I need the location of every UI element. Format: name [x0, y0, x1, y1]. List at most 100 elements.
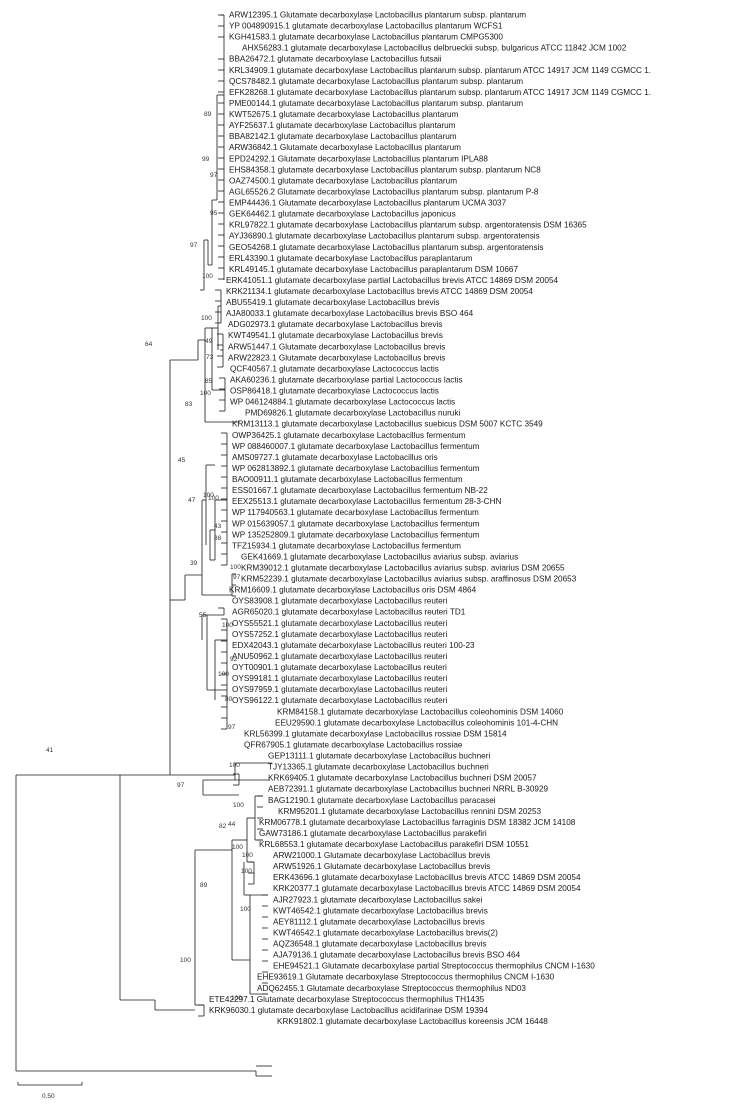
- bootstrap-value-15: 100: [203, 492, 214, 499]
- bootstrap-value-10: 85: [205, 378, 213, 385]
- leaf-label-28: ADG02973.1 glutamate decarboxylase Lacto…: [228, 320, 442, 329]
- leaf-label-66: QFR67905.1 glutamate decarboxylase Lacto…: [244, 740, 463, 749]
- leaf-label-37: KRM13113.1 glutamate decarboxylase Lacto…: [232, 420, 543, 429]
- leaf-label-81: KWT46542.1 glutamate decarboxylase Lacto…: [273, 906, 488, 915]
- leaf-label-70: AEB72391.1 glutamate decarboxylase Lacto…: [268, 785, 549, 794]
- bootstrap-value-40: 100: [231, 995, 242, 1002]
- leaf-label-84: AQZ36548.1 glutamate decarboxylase Lacto…: [273, 940, 486, 949]
- leaf-label-69: KRK69405.1 glutamate decarboxylase Lacto…: [268, 774, 537, 783]
- bootstrap-value-3: 95: [210, 210, 218, 217]
- leaf-label-11: BBA82142.1 glutamate decarboxylase Lacto…: [229, 132, 457, 141]
- leaf-label-64: EEU29590.1 glutamate decarboxylase Lacto…: [275, 718, 558, 727]
- leaf-label-86: EHE94521.1 Glutamate decarboxylase parti…: [273, 962, 595, 971]
- leaf-label-3: AHX56283.1 glutamate decarboxylase Lacto…: [242, 44, 627, 53]
- bootstrap-value-29: 100: [229, 762, 240, 769]
- leaf-label-1: YP 004890915.1 glutamate decarboxylase L…: [229, 22, 503, 31]
- leaf-label-4: BBA26472.1 glutamate decarboxylase Lacto…: [229, 55, 442, 64]
- leaf-label-7: EFK28268.1 glutamate decarboxylase Lacto…: [229, 88, 651, 97]
- leaf-label-24: ERK41051.1 glutamate decarboxylase parti…: [226, 276, 559, 285]
- leaf-label-71: BAG12190.1 glutamate decarboxylase Lacto…: [268, 796, 496, 805]
- bootstrap-value-8: 49: [205, 338, 213, 345]
- leaf-label-6: QCS78482.1 glutamate decarboxylase Lacto…: [229, 77, 523, 86]
- bootstrap-value-5: 100: [202, 273, 213, 280]
- leaf-label-32: QCF40567.1 glutamate decarboxylase Lacto…: [230, 364, 439, 373]
- leaf-label-16: AGL65526.2 Glutamate decarboxylase Lacto…: [229, 187, 539, 196]
- bootstrap-value-39: 100: [180, 957, 191, 964]
- leaf-label-2: KGH41583.1 glutamate decarboxylase Lacto…: [229, 33, 503, 42]
- bootstrap-value-13: 45: [178, 457, 186, 464]
- leaf-label-58: ANU50962.1 glutamate decarboxylase Lacto…: [232, 652, 447, 661]
- leaf-label-49: GEK41669.1 glutamate decarboxylase Lacto…: [241, 552, 518, 561]
- leaf-label-21: GEO54268.1 glutamate decarboxylase Lacto…: [229, 243, 544, 252]
- tree-branches: [15, 14, 272, 1077]
- bootstrap-value-1: 99: [202, 156, 210, 163]
- leaf-label-87: EHE93619.1 Glutamate decarboxylase Strep…: [257, 973, 555, 982]
- leaf-label-46: WP 015639057.1 glutamate decarboxylase L…: [232, 519, 480, 528]
- leaf-label-18: GEK64462.1 glutamate decarboxylase Lacto…: [229, 210, 456, 219]
- leaf-label-0: ARW12395.1 Glutamate decarboxylase Lacto…: [229, 11, 526, 20]
- bootstrap-value-23: 55: [199, 612, 207, 619]
- leaf-label-47: WP 135252809.1 glutamate decarboxylase L…: [232, 530, 480, 539]
- leaf-label-83: KWT46542.1 glutamate decarboxylase Lacto…: [273, 928, 498, 937]
- leaf-label-61: OYS97959.1 glutamate decarboxylase Lacto…: [232, 685, 447, 694]
- leaf-label-35: WP 046124884.1 glutamate decarboxylase L…: [230, 398, 455, 407]
- bootstrap-value-31: 100: [233, 802, 244, 809]
- bootstrap-value-33: 44: [228, 821, 236, 828]
- leaf-label-88: ADQ62455.1 Glutamate decarboxylase Strep…: [257, 984, 526, 993]
- leaf-label-13: EPD24292.1 Glutamate decarboxylase Lacto…: [229, 154, 488, 163]
- leaf-label-78: ERK43696.1 glutamate decarboxylase Lacto…: [273, 873, 581, 882]
- leaf-labels: ARW12395.1 Glutamate decarboxylase Lacto…: [209, 11, 651, 1026]
- leaf-label-22: ERL43390.1 glutamate decarboxylase Lacto…: [229, 254, 473, 263]
- leaf-label-89: ETE42297.1 Glutamate decarboxylase Strep…: [209, 995, 485, 1004]
- bootstrap-value-26: 100: [218, 671, 229, 678]
- bootstrap-value-16: 100: [208, 495, 219, 502]
- leaf-label-26: ABU55419.1 glutamate decarboxylase Lacto…: [226, 298, 439, 307]
- leaf-label-56: OYS57252.1 glutamate decarboxylase Lacto…: [232, 630, 447, 639]
- leaf-label-85: AJA79136.1 glutamate decarboxylase Lacto…: [273, 951, 521, 960]
- bootstrap-labels: 8999979597100641004973851008345471001004…: [46, 111, 253, 1002]
- leaf-label-29: KWT49541.1 glutamate decarboxylase Lacto…: [228, 331, 443, 340]
- leaf-label-19: KRL97822.1 glutamate decarboxylase Lacto…: [229, 221, 587, 230]
- leaf-label-45: WP 117940563.1 glutamate decarboxylase L…: [232, 508, 479, 517]
- leaf-label-73: KRM06778.1 glutamate decarboxylase Lacto…: [259, 818, 576, 827]
- bootstrap-value-27: 80: [225, 696, 233, 703]
- bootstrap-value-20: 41: [46, 747, 54, 754]
- bootstrap-value-0: 89: [204, 111, 212, 118]
- leaf-label-25: KRK21134.1 glutamate decarboxylase Lacto…: [226, 287, 533, 296]
- leaf-label-14: EHS84358.1 glutamate decarboxylase Lacto…: [229, 165, 541, 174]
- leaf-label-20: AYJ36890.1 glutamate decarboxylase Lacto…: [229, 232, 540, 241]
- leaf-label-30: ARW51447.1 Glutamate decarboxylase Lacto…: [228, 342, 445, 351]
- bootstrap-value-30: 97: [177, 782, 185, 789]
- bootstrap-value-22: 97: [233, 574, 241, 581]
- leaf-label-72: KRM95201.1 glutamate decarboxylase Lacto…: [278, 807, 542, 816]
- leaf-label-50: KRM39012.1 glutamate decarboxylase Lacto…: [241, 564, 565, 573]
- leaf-label-67: GEP13111.1 glutamate decarboxylase Lacto…: [268, 752, 490, 761]
- leaf-label-59: OYT00901.1 glutamate decarboxylase Lacto…: [232, 663, 447, 672]
- bootstrap-value-11: 100: [200, 390, 211, 397]
- leaf-label-77: ARW51926.1 Glutamate decarboxylase Lacto…: [273, 862, 490, 871]
- bootstrap-value-38: 100: [240, 906, 251, 913]
- leaf-label-90: KRK96030.1 glutamate decarboxylase Lacto…: [209, 1006, 488, 1015]
- bootstrap-value-18: 88: [214, 535, 222, 542]
- leaf-label-9: KWT52675.1 glutamate decarboxylase Lacto…: [229, 110, 459, 119]
- leaf-label-62: OYS96122.1 glutamate decarboxylase Lacto…: [232, 696, 447, 705]
- bootstrap-value-36: 100: [241, 868, 252, 875]
- bootstrap-value-12: 83: [185, 401, 193, 408]
- leaf-label-42: BAO00911.1 glutamate decarboxylase Lacto…: [232, 475, 463, 484]
- leaf-label-10: AYF25637.1 glutamate decarboxylase Lacto…: [229, 121, 456, 130]
- leaf-label-52: KRM16609.1 glutamate decarboxylase Lacto…: [229, 586, 477, 595]
- leaf-label-33: AKA60236.1 glutamate decarboxylase parti…: [230, 375, 463, 384]
- leaf-label-82: AEY81112.1 glutamate decarboxylase Lacto…: [273, 917, 485, 926]
- scale-bar-label: 0.50: [42, 1093, 55, 1100]
- leaf-label-36: PMD69826.1 glutamate decarboxylase Lacto…: [245, 409, 460, 418]
- leaf-label-51: KRM52239.1 glutamate decarboxylase Lacto…: [241, 575, 577, 584]
- leaf-label-80: AJR27923.1 glutamate decarboxylase Lacto…: [273, 895, 483, 904]
- leaf-label-60: OYS99181.1 glutamate decarboxylase Lacto…: [232, 674, 447, 683]
- bootstrap-value-7: 100: [201, 315, 212, 322]
- bootstrap-value-32: 82: [219, 823, 227, 830]
- leaf-label-12: ARW36842.1 Glutamate decarboxylase Lacto…: [229, 143, 461, 152]
- bootstrap-value-34: 100: [232, 844, 243, 851]
- leaf-label-41: WP 062813892.1 glutamate decarboxylase L…: [232, 464, 480, 473]
- bootstrap-value-19: 39: [190, 560, 198, 567]
